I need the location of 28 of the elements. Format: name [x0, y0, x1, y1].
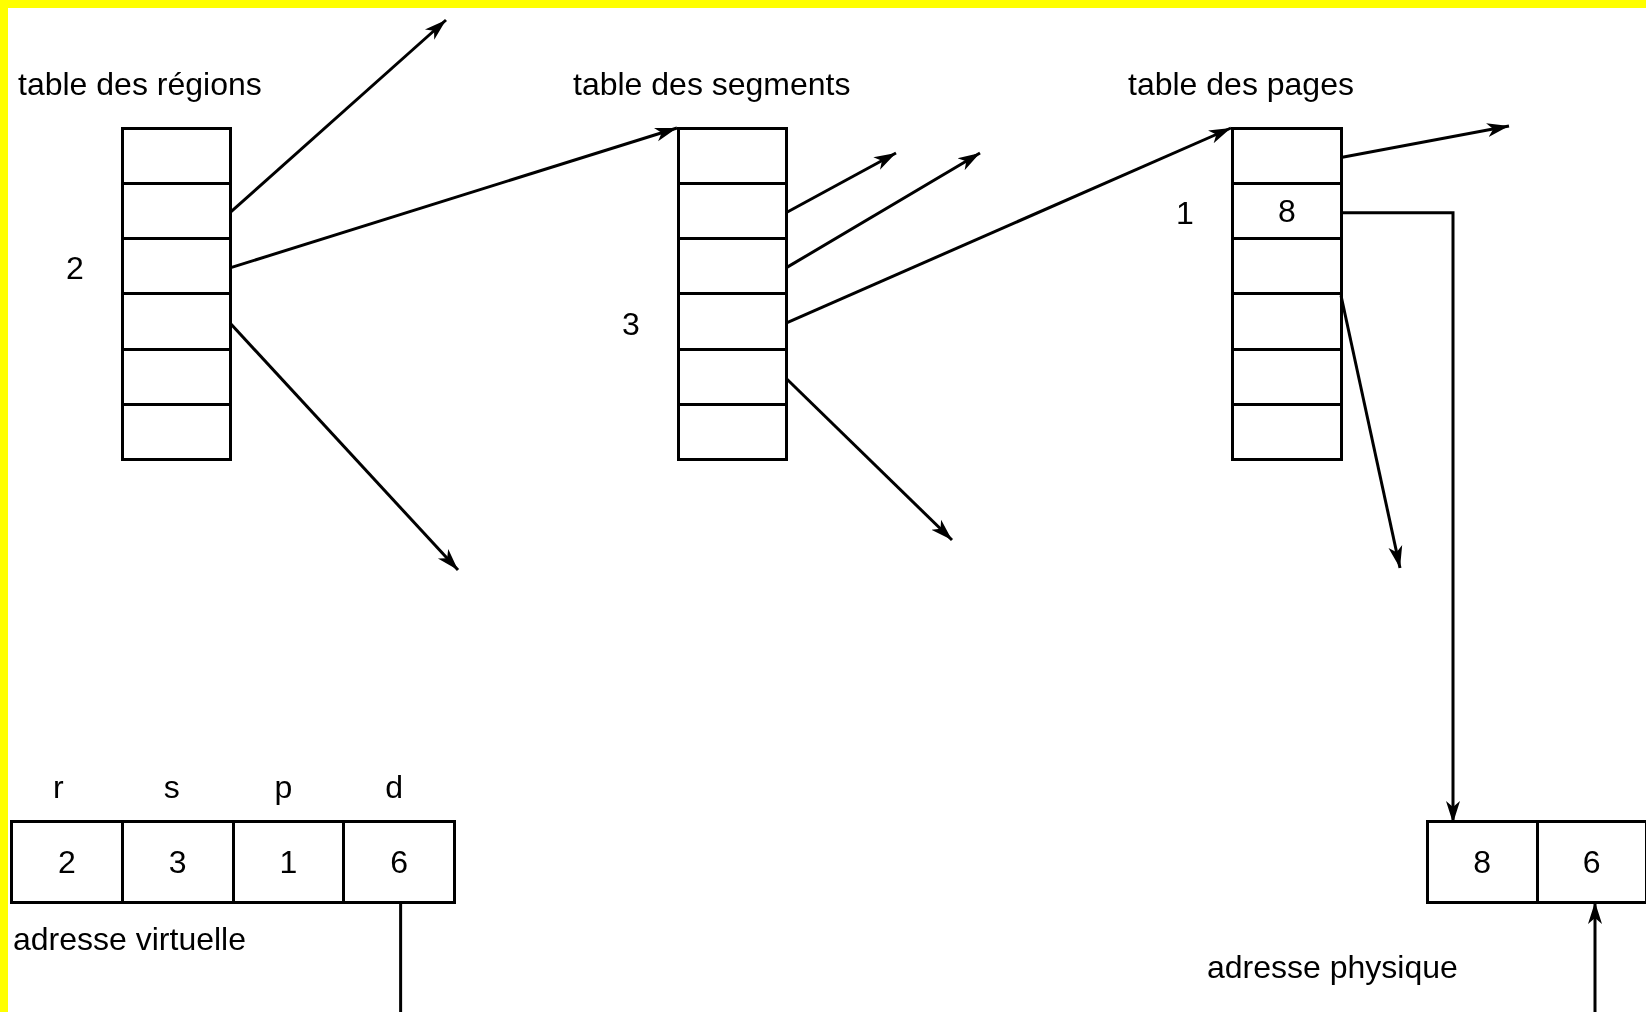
- register-caption: adresse virtuelle: [13, 923, 246, 955]
- entry-value: 1: [279, 846, 298, 878]
- arrow: [1341, 211, 1460, 823]
- entry-value: 3: [168, 846, 187, 878]
- entry-value: 6: [1582, 846, 1601, 878]
- register-caption: adresse physique: [1207, 951, 1458, 983]
- field-letter: s: [163, 771, 180, 803]
- field-letter: r: [53, 771, 64, 803]
- field-letter: d: [385, 771, 404, 803]
- table-heading: table des régions: [18, 68, 262, 100]
- field-letter: p: [274, 771, 293, 803]
- arrow: [785, 151, 897, 215]
- index-number: 3: [622, 307, 640, 340]
- connector-line: [399, 901, 403, 1012]
- entry-value: 6: [390, 846, 408, 878]
- arrow: [1340, 123, 1510, 160]
- arrow: [229, 126, 678, 270]
- index-number: 2: [66, 252, 84, 285]
- arrow: [1588, 902, 1602, 1012]
- arrow: [785, 151, 981, 270]
- index-number: 1: [1176, 197, 1194, 230]
- entry-value: 2: [57, 846, 76, 878]
- arrow: [785, 126, 1232, 325]
- table-heading: table des pages: [1128, 68, 1354, 100]
- table-heading: table des segments: [573, 68, 851, 100]
- arrow: [229, 18, 447, 214]
- entry-value: 8: [1473, 846, 1492, 878]
- entry-value: 8: [1278, 195, 1296, 228]
